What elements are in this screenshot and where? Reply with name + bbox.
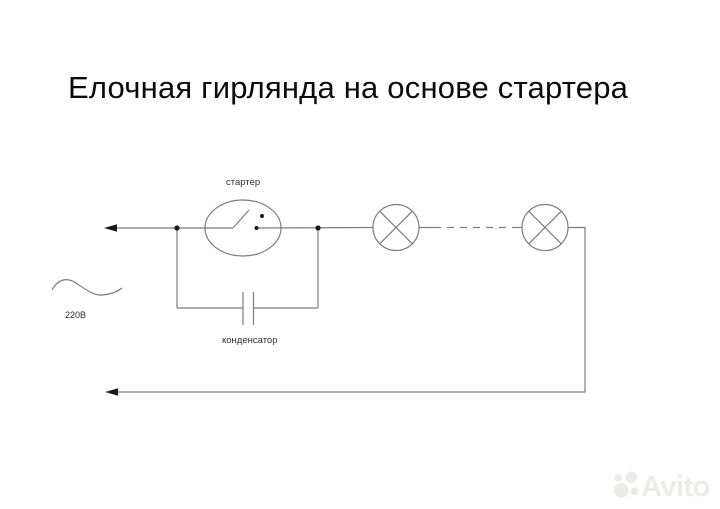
- lamp2-cross-line2: [528, 210, 562, 245]
- junction-dot-left: [174, 225, 180, 231]
- avito-watermark: Avito: [613, 471, 710, 503]
- capacitor-label: конденсатор: [222, 335, 278, 346]
- starter-label: стартер: [226, 177, 261, 188]
- switch-upper-dot: [260, 214, 264, 218]
- avito-watermark-text: Avito: [641, 471, 710, 503]
- junction-dot-right: [315, 225, 321, 231]
- circuit-wires: [51, 199, 586, 393]
- top-wire-arrowhead-icon: [104, 224, 117, 232]
- avito-logo-circle-medium: [625, 471, 638, 484]
- ac-sine-wave-icon: [51, 279, 123, 296]
- avito-logo-circle-large: [613, 482, 629, 498]
- voltage-label: 220В: [65, 310, 87, 320]
- top-wire-mid-segment: [256, 226, 374, 229]
- lamp1-cross-line2: [379, 210, 413, 245]
- switch-contact-dot: [254, 226, 259, 230]
- return-wire: [118, 226, 586, 393]
- circuit-solid-marks: [104, 214, 321, 396]
- avito-logo-circle-small-bottom: [630, 487, 639, 496]
- starter-switch-lever-icon: [232, 209, 250, 229]
- avito-logo-circle-small-top: [614, 474, 623, 482]
- bottom-wire-arrowhead-icon: [105, 388, 118, 396]
- page-title: Елочная гирлянда на основе стартера: [68, 70, 629, 105]
- avito-logo-icon: Avito: [613, 471, 710, 503]
- starter-symbol-icon: [204, 199, 282, 257]
